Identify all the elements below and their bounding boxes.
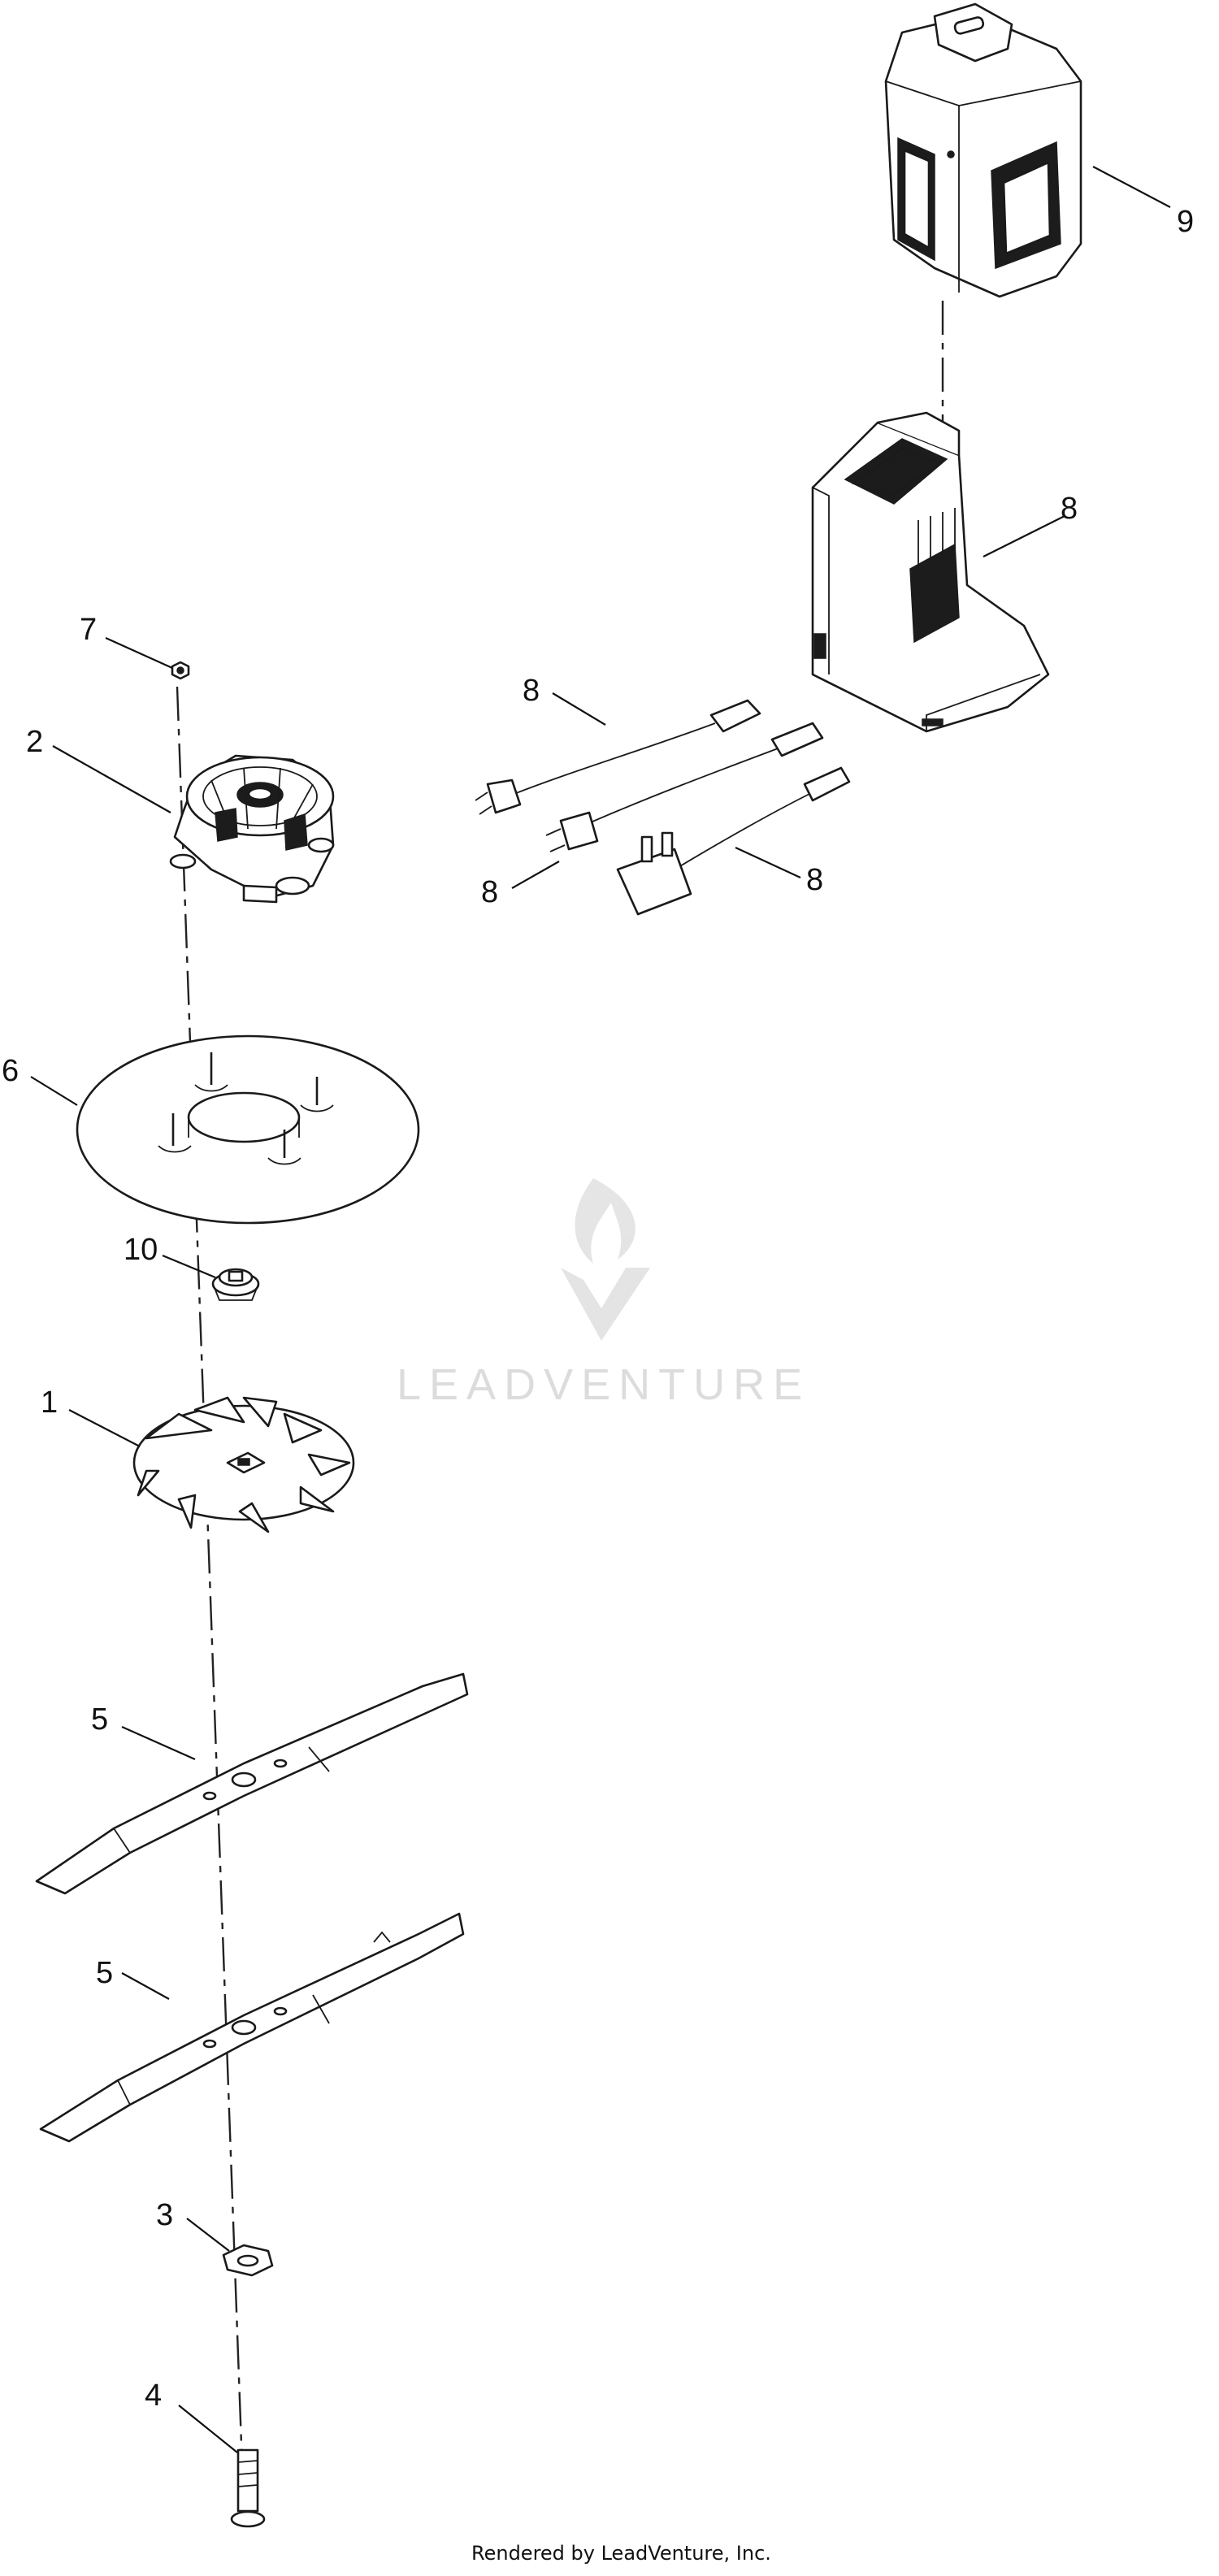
motor — [169, 754, 335, 904]
svg-text:2: 2 — [26, 725, 43, 759]
svg-text:6: 6 — [2, 1054, 19, 1088]
blade-upper — [35, 1672, 469, 1895]
callout-6: 6 — [2, 1054, 78, 1106]
nut-small — [171, 661, 190, 680]
svg-text:3: 3 — [156, 2198, 173, 2232]
callout-8-cord-a: 8 — [523, 674, 606, 726]
svg-text:1: 1 — [41, 1386, 58, 1420]
callout-8-charger: 8 — [983, 492, 1078, 557]
callout-3: 3 — [156, 2198, 230, 2252]
battery-pack — [884, 2, 1082, 298]
svg-text:8: 8 — [481, 875, 498, 909]
svg-text:5: 5 — [91, 1702, 108, 1737]
footer-credit: Rendered by LeadVenture, Inc. — [471, 2542, 771, 2565]
callout-5-upper: 5 — [91, 1702, 196, 1761]
fan-impeller — [132, 1396, 355, 1533]
deck-plate — [76, 1034, 420, 1225]
power-cords — [475, 699, 851, 916]
callout-5-lower: 5 — [96, 1956, 170, 2000]
svg-text:8: 8 — [806, 863, 823, 897]
charger-base — [811, 411, 1050, 733]
svg-text:8: 8 — [523, 674, 540, 708]
blade-adapter — [211, 1268, 260, 1301]
assembly-axis-main — [176, 686, 245, 2512]
callout-7: 7 — [80, 613, 173, 670]
blade-lower — [39, 1912, 465, 2143]
svg-text:5: 5 — [96, 1956, 113, 1990]
watermark-text: LEADVENTURE — [397, 1360, 810, 1409]
svg-text:9: 9 — [1177, 205, 1194, 239]
callout-8-cord-c: 8 — [735, 847, 823, 897]
bolt — [230, 2448, 266, 2528]
callout-2: 2 — [26, 725, 171, 813]
svg-text:8: 8 — [1061, 492, 1078, 526]
callout-10: 10 — [124, 1233, 216, 1279]
hex-nut — [222, 2244, 274, 2277]
svg-text:10: 10 — [124, 1233, 158, 1267]
svg-text:7: 7 — [80, 613, 97, 647]
callout-1: 1 — [41, 1386, 141, 1447]
callout-8-cord-b: 8 — [481, 861, 560, 909]
watermark-logo: LEADVENTURE — [397, 1178, 810, 1409]
callout-4: 4 — [145, 2379, 238, 2453]
callout-9: 9 — [1092, 166, 1194, 239]
svg-text:4: 4 — [145, 2379, 162, 2413]
